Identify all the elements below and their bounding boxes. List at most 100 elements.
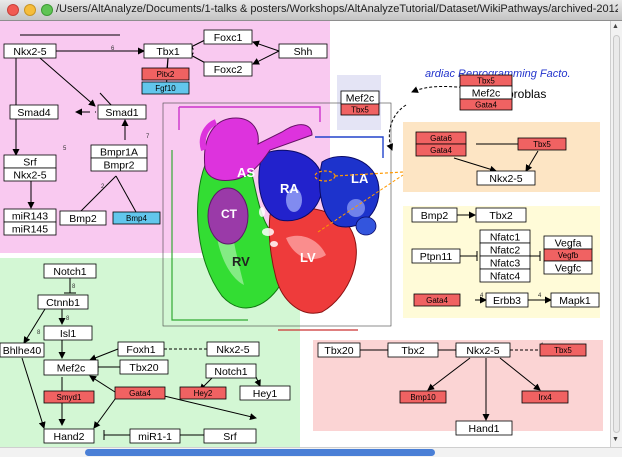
gene-node-nkx25-c[interactable]: Nkx2-5 [476,170,536,186]
gene-node-box[interactable] [485,292,529,308]
gene-node-tbx20-a[interactable]: Tbx20 [119,359,169,375]
gene-node-isl1[interactable]: Isl1 [43,325,93,341]
gene-node-box[interactable] [203,61,253,77]
gene-node-tbx5-c[interactable]: Tbx5 [517,137,567,151]
gene-node-box[interactable] [479,268,531,283]
gene-node-erbb3[interactable]: Erbb3 [485,292,529,308]
gene-node-box[interactable] [43,428,95,444]
gene-node-box[interactable] [203,29,253,45]
gene-node-mef2c-b[interactable]: Mef2c [459,85,513,100]
title-bar[interactable]: /Users/AltAnalyze/Documents/1-talks & po… [0,0,622,21]
close-window-button[interactable] [7,4,19,16]
gene-node-box[interactable] [112,211,161,225]
gene-node-box[interactable] [387,342,439,358]
gene-node-srf-a[interactable]: Srf [3,154,57,169]
gene-node-gata4-b[interactable]: Gata4 [415,143,467,157]
gene-node-tbx5-b[interactable]: Tbx5 [459,74,513,87]
gene-node-smyd1[interactable]: Smyd1 [43,390,95,404]
gene-node-tbx2-b[interactable]: Tbx2 [387,342,439,358]
gene-node-mapk1[interactable]: Mapk1 [550,292,600,308]
gene-node-box[interactable] [475,207,527,223]
scroll-down-arrow-icon[interactable]: ▼ [612,436,619,443]
vertical-scrollbar[interactable]: ▲ ▼ [610,21,622,447]
gene-node-box[interactable] [3,43,57,59]
gene-node-box[interactable] [179,386,227,400]
gene-node-irx4[interactable]: Irx4 [521,390,569,404]
horizontal-scroll-thumb[interactable] [85,449,435,456]
gene-node-box[interactable] [517,137,567,151]
gene-node-box[interactable] [203,428,257,444]
gene-node-foxc1[interactable]: Foxc1 [203,29,253,45]
gene-node-mir143[interactable]: miR143 [3,208,57,223]
gene-node-box[interactable] [459,98,513,111]
gene-node-box[interactable] [539,343,587,357]
gene-node-bmpr2[interactable]: Bmpr2 [90,157,148,172]
gene-node-box[interactable] [550,292,600,308]
gene-node-nkx25-b[interactable]: Nkx2-5 [3,167,57,182]
gene-node-tbx5-a[interactable]: Tbx5 [340,103,380,116]
gene-node-box[interactable] [9,104,59,120]
gene-node-tbx1[interactable]: Tbx1 [143,43,193,59]
gene-node-box[interactable] [340,103,380,116]
gene-node-foxh1[interactable]: Foxh1 [117,341,165,357]
gene-node-nkx25-a[interactable]: Nkx2-5 [3,43,57,59]
gene-node-box[interactable] [415,143,467,157]
gene-node-gata6[interactable]: Gata6 [415,131,467,145]
gene-node-bmpr1a[interactable]: Bmpr1A [90,144,148,159]
minimize-window-button[interactable] [24,4,36,16]
gene-node-box[interactable] [455,420,513,436]
gene-node-box[interactable] [411,207,458,223]
gene-node-box[interactable] [37,294,89,310]
gene-node-ctnnb1[interactable]: Ctnnb1 [37,294,89,310]
gene-node-box[interactable] [399,390,447,404]
gene-node-box[interactable] [119,359,169,375]
gene-node-mir11[interactable]: miR1-1 [129,428,181,444]
gene-node-gata4-c[interactable]: Gata4 [413,293,461,307]
gene-node-bhlhe40[interactable]: Bhlhe40 [0,342,45,358]
gene-node-smad4[interactable]: Smad4 [9,104,59,120]
gene-node-bmp2-a[interactable]: Bmp2 [59,210,107,226]
gene-node-box[interactable] [141,81,190,95]
gene-node-vegfa[interactable]: Vegfa [543,235,593,250]
gene-node-vegfb[interactable]: Vegfb [543,248,593,262]
gene-node-mef2c-a[interactable]: Mef2c [340,90,380,105]
gene-node-box[interactable] [43,390,95,404]
horizontal-scrollbar[interactable] [0,447,622,457]
gene-node-hand1[interactable]: Hand1 [455,420,513,436]
pathway-canvas[interactable]: AS RA LA CT RV LV [0,21,610,447]
gene-node-box[interactable] [411,248,461,264]
gene-node-gata4-a[interactable]: Gata4 [459,98,513,111]
gene-node-mef2c-c[interactable]: Mef2c [43,359,99,376]
gene-node-box[interactable] [143,43,193,59]
gene-node-notch1-b[interactable]: Notch1 [205,363,257,379]
gene-node-box[interactable] [205,363,257,379]
gene-node-ptpn11[interactable]: Ptpn11 [411,248,461,264]
gene-node-nfatc4[interactable]: Nfatc4 [479,268,531,283]
gene-node-box[interactable] [3,221,57,236]
gene-node-box[interactable] [543,260,593,275]
zoom-window-button[interactable] [41,4,53,16]
gene-node-box[interactable] [129,428,181,444]
gene-node-box[interactable] [317,342,361,358]
gene-node-box[interactable] [97,104,147,120]
gene-node-box[interactable] [117,341,165,357]
gene-node-box[interactable] [0,342,45,358]
gene-node-box[interactable] [43,325,93,341]
gene-node-box[interactable] [141,67,190,81]
gene-node-bmp10[interactable]: Bmp10 [399,390,447,404]
gene-node-shh[interactable]: Shh [278,43,328,59]
gene-node-nfatc3[interactable]: Nfatc3 [479,255,531,270]
gene-node-srf-b[interactable]: Srf [203,428,257,444]
gene-node-gata4-d[interactable]: Gata4 [114,386,166,400]
gene-node-box[interactable] [206,341,260,357]
gene-node-box[interactable] [476,170,536,186]
gene-node-box[interactable] [43,359,99,376]
gene-node-box[interactable] [239,385,291,401]
gene-node-hey2[interactable]: Hey2 [179,386,227,400]
gene-node-mir145[interactable]: miR145 [3,221,57,236]
gene-node-box[interactable] [3,167,57,182]
scroll-up-arrow-icon[interactable]: ▲ [612,23,619,30]
gene-node-tbx5-d[interactable]: Tbx5 [539,343,587,357]
gene-node-box[interactable] [455,342,511,358]
gene-node-fgf10[interactable]: Fgf10 [141,81,190,95]
